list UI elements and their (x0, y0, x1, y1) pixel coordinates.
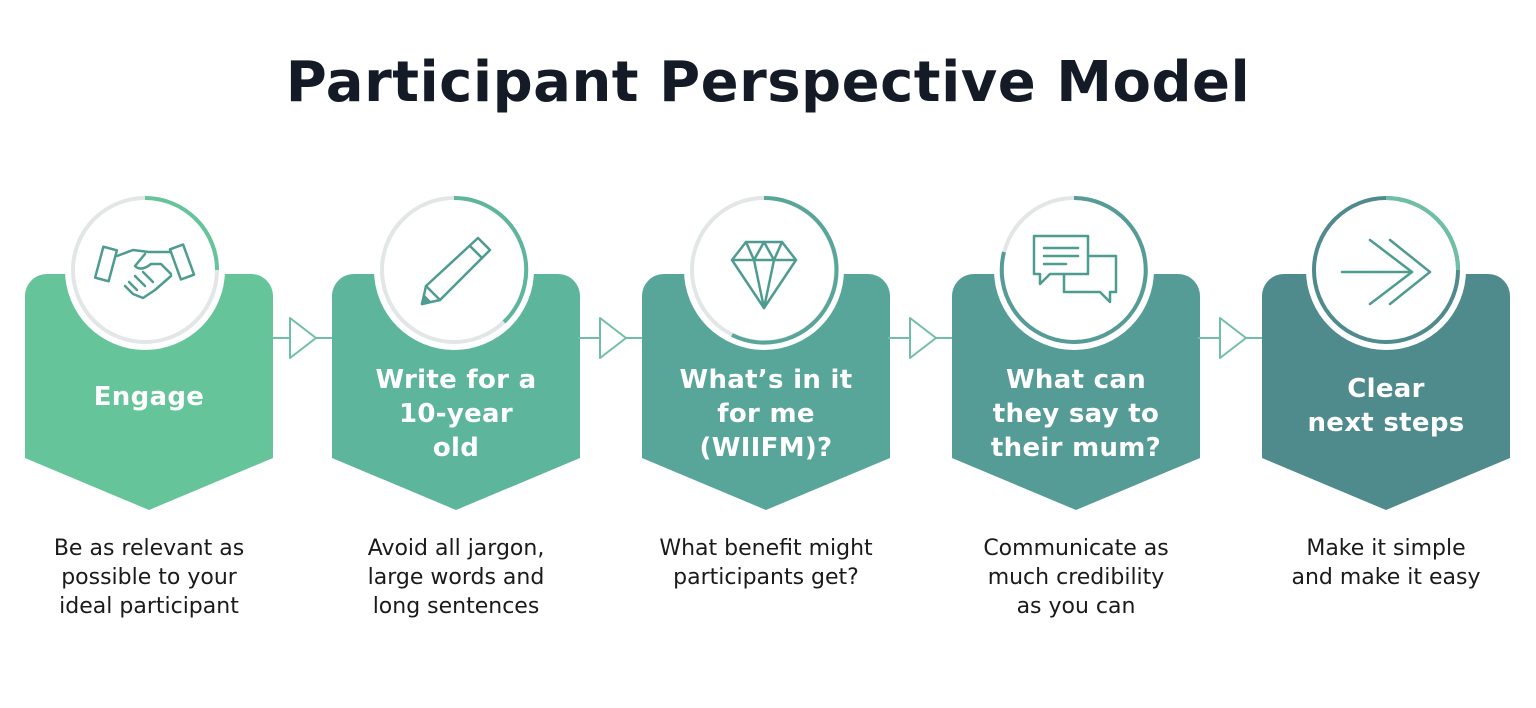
step-circle (994, 190, 1154, 350)
step-write-simply: Write for a 10-year old Avoid all jargon… (332, 190, 580, 630)
diamond-icon (730, 240, 798, 310)
step-panel (642, 274, 890, 510)
step-label: What can they say to their mum? (990, 365, 1162, 463)
step-description: Avoid all jargon, large words and long s… (367, 536, 545, 619)
step-panel (1262, 274, 1510, 510)
connector-arrow-3 (888, 317, 952, 359)
double-arrow-icon (1340, 238, 1432, 306)
step-label: Clear next steps (1307, 374, 1465, 438)
step-circle (374, 190, 534, 350)
step-shape (1262, 274, 1510, 510)
step-description: What benefit might participants get? (659, 536, 873, 590)
step-description: Communicate as much credibility as you c… (983, 536, 1169, 619)
step-shape (952, 274, 1200, 510)
step-label: What’s in it for me (WIIFM)? (679, 365, 853, 463)
step-panel (332, 274, 580, 510)
handshake-icon (93, 243, 196, 300)
page-title: Participant Perspective Model (285, 50, 1251, 115)
step-panel (952, 274, 1200, 510)
connector-arrow-2 (578, 317, 642, 359)
step-next-steps: Clear next steps Make it simple and make… (1262, 190, 1510, 630)
step-shape (332, 274, 580, 510)
connector-arrow-1 (268, 317, 332, 359)
step-description: Be as relevant as possible to your ideal… (53, 536, 245, 619)
step-circle (65, 190, 225, 350)
step-engage: Engage Be as relevant as possible to you… (25, 190, 273, 630)
step-shape (25, 274, 273, 510)
step-credibility: What can they say to their mum? Communic… (952, 190, 1200, 630)
connector-arrow-4 (1198, 317, 1262, 359)
step-shape (642, 274, 890, 510)
step-panel (25, 274, 273, 510)
step-label: Write for a 10-year old (375, 365, 537, 463)
step-circle (1306, 190, 1466, 350)
pencil-icon (420, 236, 492, 306)
step-circle (684, 190, 844, 350)
step-description: Make it simple and make it easy (1291, 536, 1481, 590)
step-wiifm: What’s in it for me (WIIFM)? What benefi… (642, 190, 890, 630)
chat-bubbles-icon (1032, 234, 1118, 304)
step-label: Engage (93, 382, 205, 412)
